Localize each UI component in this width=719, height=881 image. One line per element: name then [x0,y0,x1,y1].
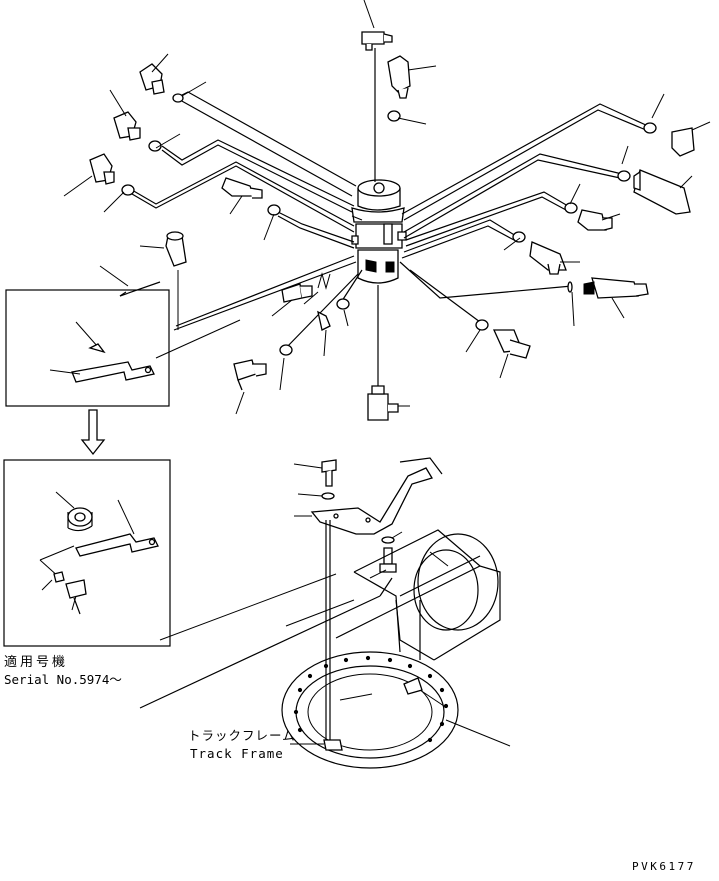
washer-lower [381,531,403,544]
fitting-lower-left [233,357,285,415]
fitting-right-3 [569,183,621,231]
fitting-top [361,0,393,51]
fitting-left-3 [63,153,125,213]
fitting-upper-right [387,55,437,125]
lock-pin [99,231,187,297]
serial-callout: Serial No.5974～ [4,672,122,687]
mounting-bracket [294,457,443,535]
serial-callout-jp: 適用号機 [4,654,68,670]
fitting-right-5 [571,277,649,327]
o-rings [121,93,657,356]
fitting-left-1 [139,53,207,97]
track-frame-label-jp: トラックフレーム [188,728,296,743]
washer-upper [297,492,335,500]
bolt-lower [369,547,397,579]
down-arrow-icon [80,409,106,456]
after-inset-box [3,459,171,647]
fitting-mid-left [271,272,349,357]
before-inset-box [5,289,241,407]
fitting-right-4 [503,237,580,275]
fitting-right-6 [465,329,531,379]
track-frame [139,520,511,769]
fitting-left-4 [221,177,275,241]
drawing-code: PVK6177 [632,860,696,873]
fitting-bottom-center [367,385,410,421]
swing-circle-bolts [293,655,449,743]
fitting-right-2 [621,145,693,215]
fitting-right-1 [651,93,711,157]
swivel-joint [351,179,407,284]
bolt-upper [293,459,337,487]
hoses [131,91,649,351]
fitting-left-2 [109,89,181,149]
track-frame-label: Track Frame [190,746,284,761]
